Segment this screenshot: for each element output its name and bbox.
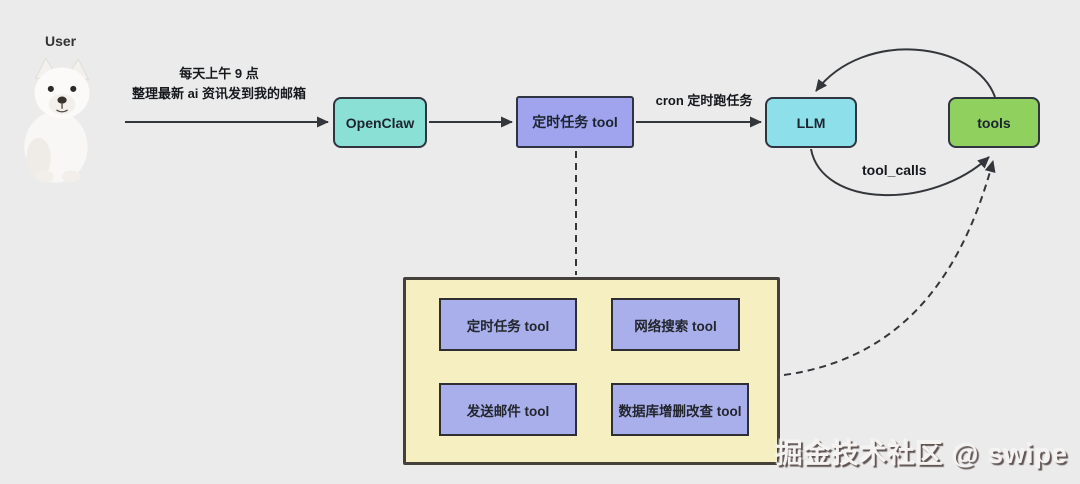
user-label: User xyxy=(45,33,77,49)
node-tools-label: tools xyxy=(977,114,1011,131)
user-dog-avatar xyxy=(8,56,110,184)
node-openclaw: OpenClaw xyxy=(333,97,427,148)
node-llm-label: LLM xyxy=(796,114,826,131)
dashed-arrow-toolbox-to-tools xyxy=(783,160,996,376)
edge-label-cron: cron 定时跑任务 xyxy=(655,93,753,108)
node-llm: LLM xyxy=(765,97,857,148)
toolbox-item-send-email: 发送邮件 tool xyxy=(439,383,577,436)
toolbox-item-web-search: 网络搜索 tool xyxy=(611,298,740,351)
edge-label-tool-calls: tool_calls xyxy=(862,162,927,178)
toolbox-item-scheduler-label: 定时任务 tool xyxy=(466,318,550,334)
user-request-label: 每天上午 9 点 整理最新 ai 资讯发到我的邮箱 xyxy=(116,64,322,104)
user-request-line2: 整理最新 ai 资讯发到我的邮箱 xyxy=(131,86,307,102)
toolbox-item-web-search-label: 网络搜索 tool xyxy=(634,318,717,334)
node-tools: tools xyxy=(948,97,1040,148)
user-request-line1: 每天上午 9 点 xyxy=(179,66,259,81)
node-scheduler-tool-label: 定时任务 tool xyxy=(532,114,618,130)
arrow-tools-to-llm-loop xyxy=(815,48,996,98)
toolbox-item-database-crud-label: 数据库增删改查 tool xyxy=(618,403,742,419)
toolbox-item-send-email-label: 发送邮件 tool xyxy=(466,403,550,419)
node-openclaw-label: OpenClaw xyxy=(345,114,415,131)
toolbox-item-database-crud: 数据库增删改查 tool xyxy=(611,383,749,436)
watermark: 掘金技术社区 @ swipe xyxy=(775,439,1068,469)
toolbox-item-scheduler: 定时任务 tool xyxy=(439,298,577,351)
node-scheduler-tool: 定时任务 tool xyxy=(516,96,634,148)
